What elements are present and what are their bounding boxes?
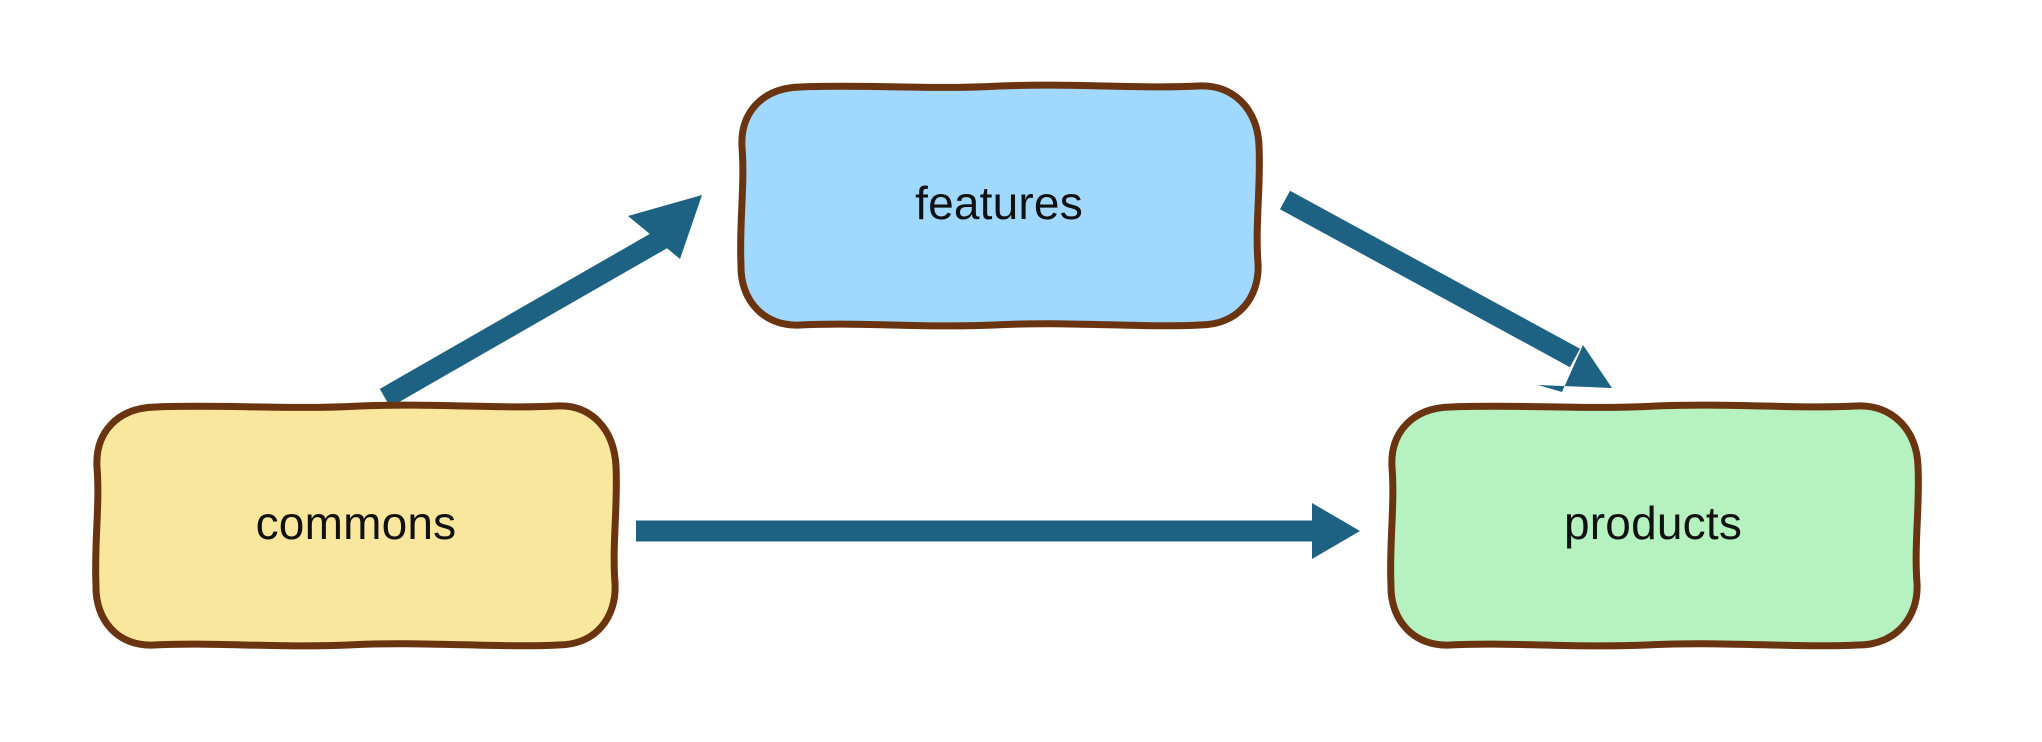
edge-features-to-products-arrowhead <box>1538 345 1612 392</box>
edge-commons-to-features-arrowhead <box>628 195 702 259</box>
node-features-shape <box>737 81 1263 330</box>
node-features[interactable]: features <box>737 81 1263 330</box>
edge-features-to-products-line <box>1279 190 1581 368</box>
edge-commons-to-features-line <box>379 229 668 408</box>
edge-commons-to-products-arrowhead <box>1312 503 1360 559</box>
node-products-label: products <box>1564 497 1742 549</box>
node-commons-shape <box>92 401 620 650</box>
node-products-shape <box>1387 401 1922 650</box>
node-features-label: features <box>915 177 1083 229</box>
node-commons-label: commons <box>256 497 457 549</box>
node-products[interactable]: products <box>1387 401 1922 650</box>
edge-commons-to-products[interactable] <box>636 503 1360 559</box>
node-commons[interactable]: commons <box>92 401 620 650</box>
edge-commons-to-features[interactable] <box>379 195 702 408</box>
edge-features-to-products[interactable] <box>1279 190 1612 392</box>
